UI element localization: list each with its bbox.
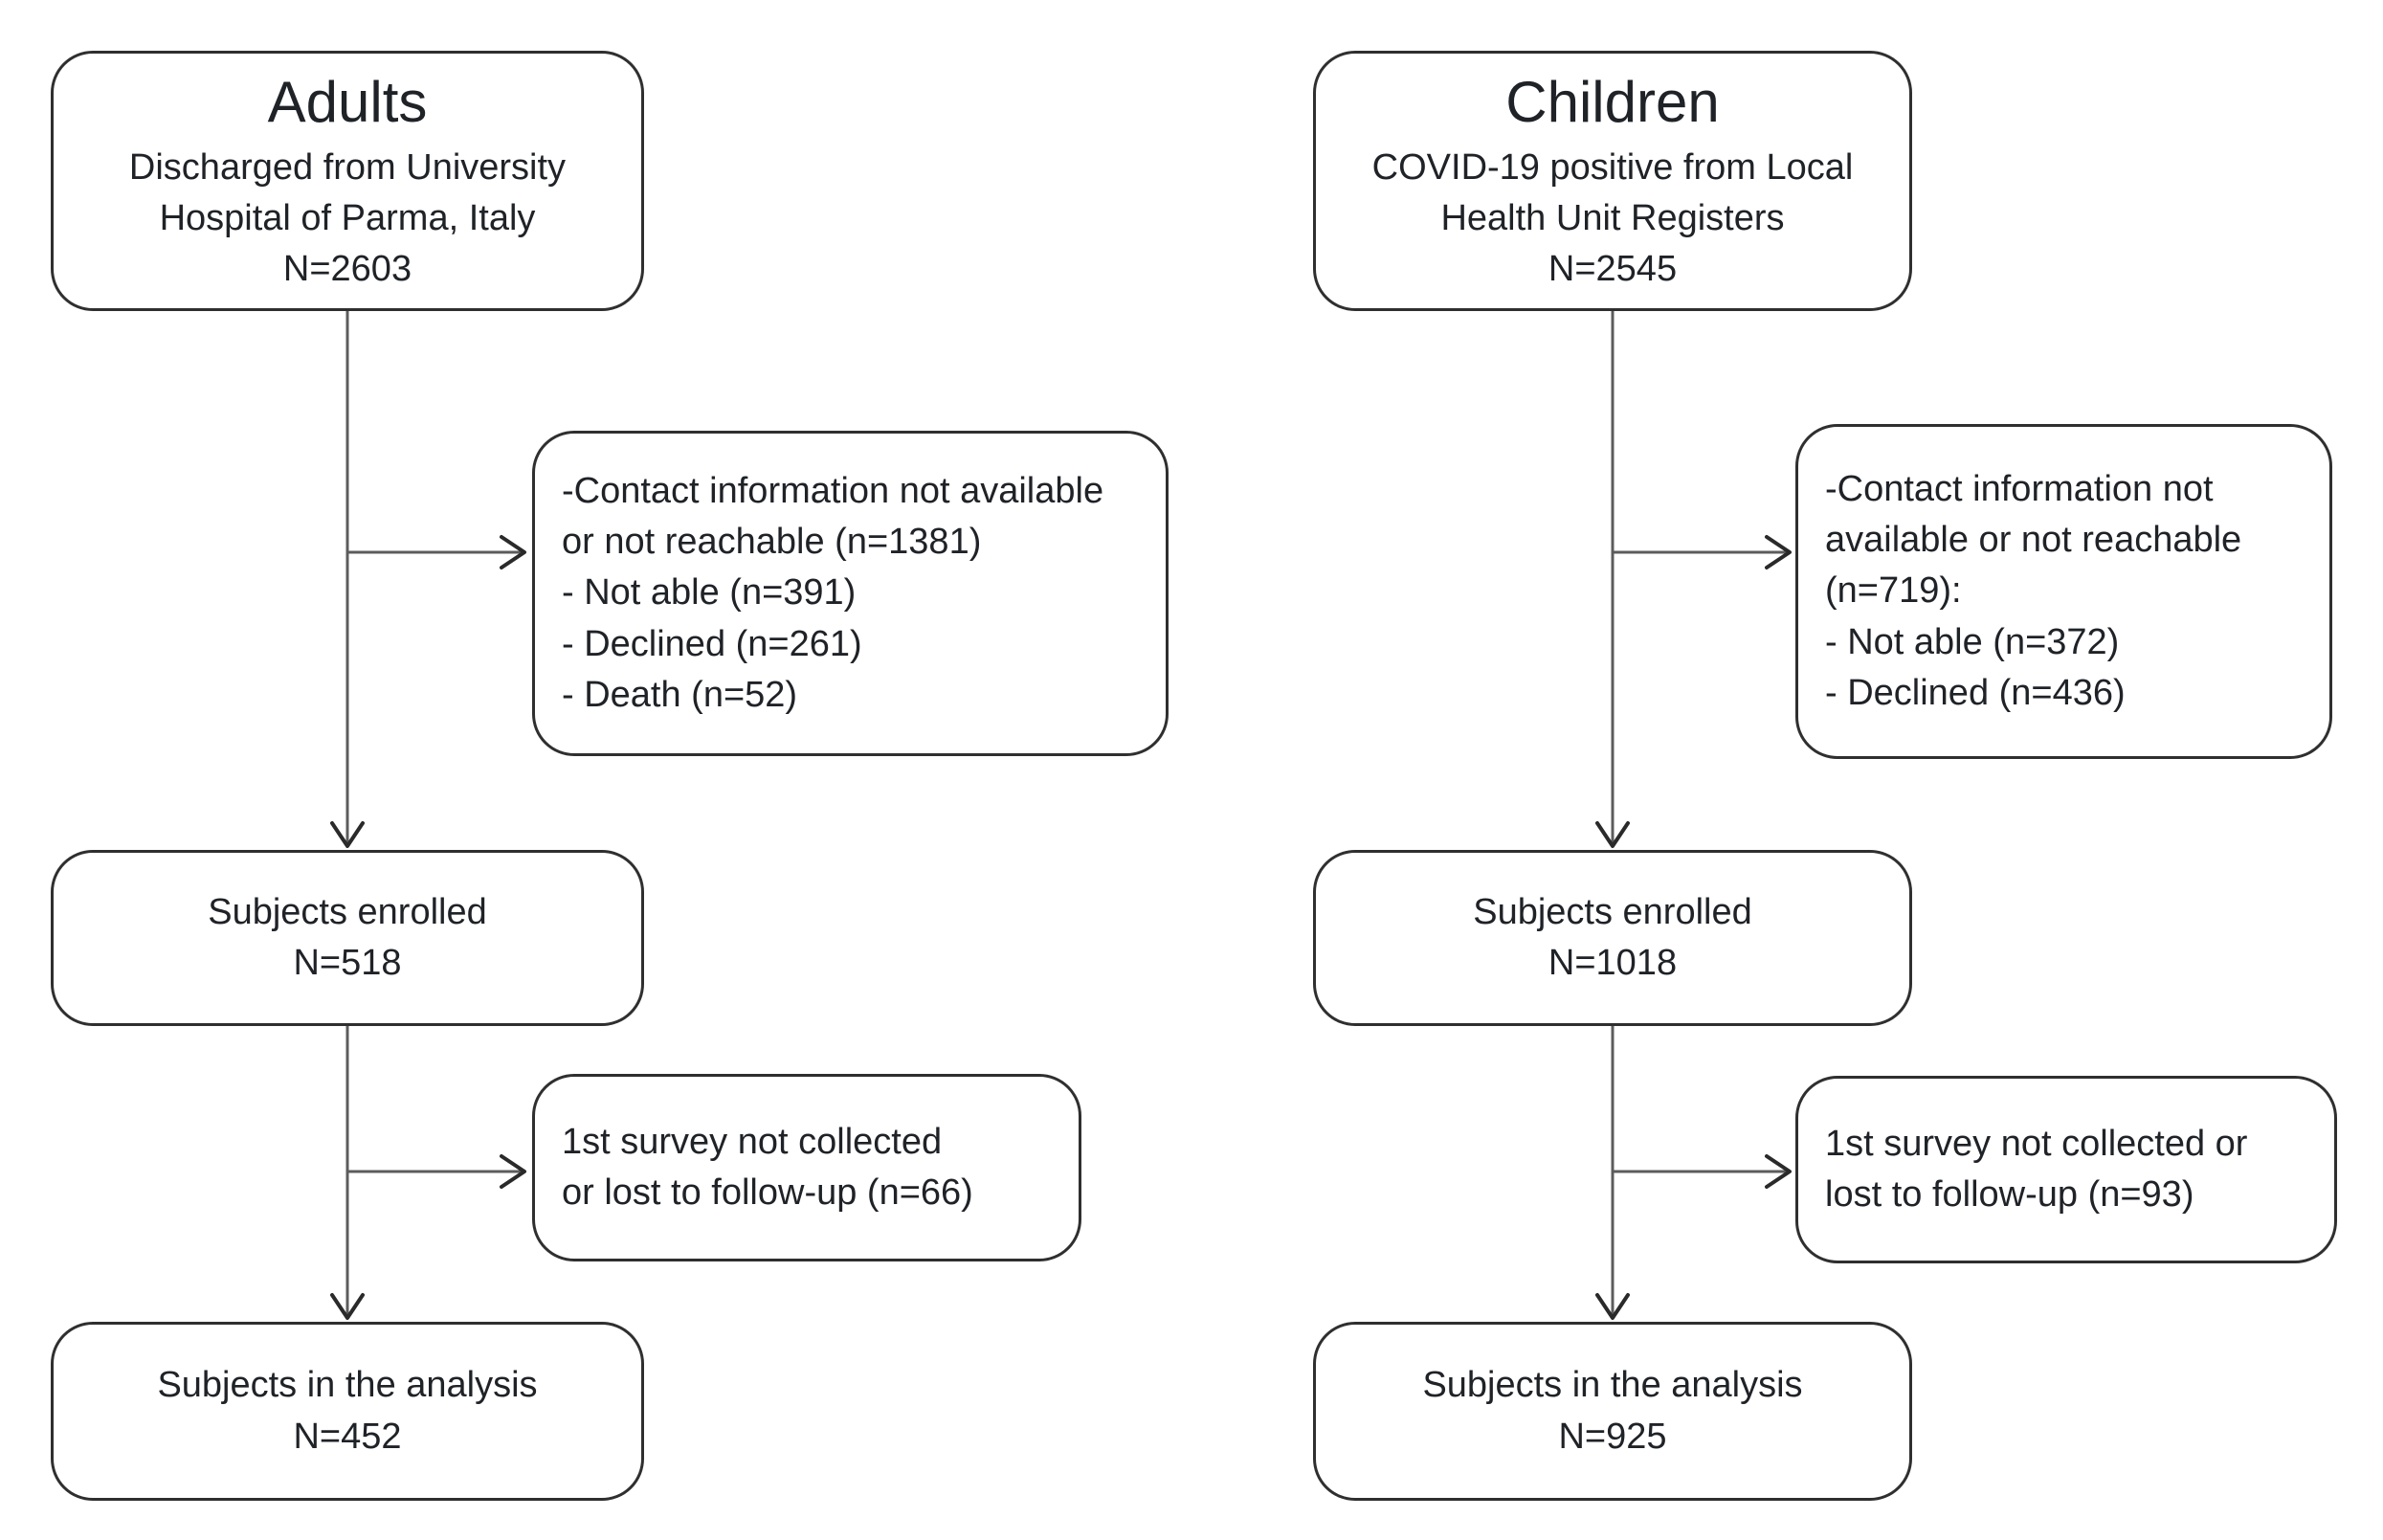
- children-source-title: Children: [1505, 69, 1720, 134]
- children-down-arrow-icon-2: [1595, 1293, 1630, 1320]
- children-down-arrow-icon-1: [1595, 821, 1630, 848]
- adults-connectors: [330, 311, 526, 1320]
- adults-exclusion2-line1: 1st survey not collected: [562, 1121, 943, 1162]
- children-analysis-box: Subjects in the analysis N=925: [1313, 1322, 1912, 1501]
- children-exclusion1-line1: -Contact information not: [1825, 469, 2214, 510]
- children-analysis-line1: Subjects in the analysis: [1422, 1365, 1803, 1406]
- children-exclusion1-line2: available or not reachable: [1825, 520, 2242, 561]
- children-exclusion1-line4: - Not able (n=372): [1825, 621, 2120, 662]
- children-exclusion2-box: 1st survey not collected or lost to foll…: [1795, 1076, 2337, 1263]
- children-enrolled-line1: Subjects enrolled: [1473, 891, 1752, 932]
- children-analysis-count: N=925: [1558, 1416, 1667, 1457]
- adults-exclusion2-box: 1st survey not collected or lost to foll…: [532, 1074, 1081, 1261]
- children-exclusion1-line5: - Declined (n=436): [1825, 672, 2126, 713]
- adults-source-line2: Hospital of Parma, Italy: [159, 198, 536, 238]
- adults-down-arrow-icon-2: [330, 1293, 365, 1320]
- adults-source-box: Adults Discharged from University Hospit…: [51, 51, 644, 311]
- adults-right-arrow-icon-2: [500, 1154, 526, 1189]
- children-connectors: [1595, 311, 1792, 1320]
- adults-enrolled-box: Subjects enrolled N=518: [51, 850, 644, 1026]
- adults-exclusion1-line3: - Not able (n=391): [562, 572, 857, 614]
- adults-exclusion1-line2: or not reachable (n=1381): [562, 522, 982, 563]
- adults-exclusion1-box: -Contact information not available or no…: [532, 431, 1169, 756]
- adults-exclusion1-line4: - Declined (n=261): [562, 623, 862, 664]
- children-source-count: N=2545: [1548, 249, 1678, 290]
- adults-source-title: Adults: [267, 69, 428, 134]
- adults-source-count: N=2603: [282, 249, 412, 290]
- adults-down-arrow-icon-1: [330, 821, 365, 848]
- children-exclusion1-line3: (n=719):: [1825, 570, 1962, 612]
- adults-analysis-box: Subjects in the analysis N=452: [51, 1322, 644, 1501]
- adults-analysis-line1: Subjects in the analysis: [157, 1365, 538, 1406]
- adults-analysis-count: N=452: [293, 1416, 402, 1457]
- adults-enrolled-line1: Subjects enrolled: [208, 891, 487, 932]
- children-enrolled-box: Subjects enrolled N=1018: [1313, 850, 1912, 1026]
- children-exclusion1-box: -Contact information not available or no…: [1795, 424, 2332, 759]
- adults-exclusion1-line1: -Contact information not available: [562, 471, 1104, 512]
- adults-enrolled-count: N=518: [293, 943, 402, 983]
- children-source-box: Children COVID-19 positive from Local He…: [1313, 51, 1912, 311]
- children-exclusion2-line2: lost to follow-up (n=93): [1825, 1174, 2194, 1215]
- children-source-line1: COVID-19 positive from Local: [1371, 146, 1854, 188]
- children-right-arrow-icon-2: [1765, 1154, 1792, 1189]
- adults-source-line1: Discharged from University: [128, 146, 567, 188]
- adults-exclusion2-line2: or lost to follow-up (n=66): [562, 1172, 973, 1213]
- adults-right-arrow-icon-1: [500, 535, 526, 569]
- adults-exclusion1-line5: - Death (n=52): [562, 674, 798, 715]
- children-exclusion2-line1: 1st survey not collected or: [1825, 1123, 2248, 1164]
- children-enrolled-count: N=1018: [1548, 943, 1678, 983]
- children-source-line2: Health Unit Registers: [1440, 198, 1785, 238]
- children-right-arrow-icon-1: [1765, 535, 1792, 569]
